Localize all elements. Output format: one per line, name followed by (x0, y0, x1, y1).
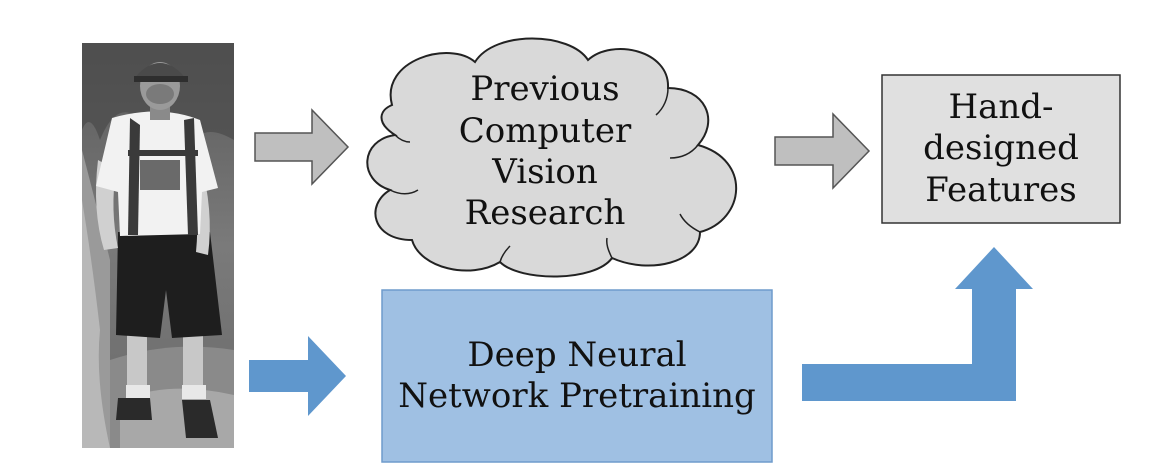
gray-arrow-to-features (774, 112, 871, 190)
blue-elbow-arrow-to-features (802, 247, 1033, 401)
features-box (881, 74, 1121, 224)
dnn-label: Deep Neural Network Pretraining (398, 334, 756, 416)
dnn-box (381, 289, 773, 463)
features-label: Hand- designed Features (923, 86, 1079, 210)
research-cloud (366, 37, 738, 278)
gray-arrow-to-cloud (254, 108, 350, 186)
person-photo-icon (82, 43, 234, 448)
blue-arrow-to-dnn (249, 336, 346, 416)
cloud-label: Previous Computer Vision Research (458, 69, 632, 234)
